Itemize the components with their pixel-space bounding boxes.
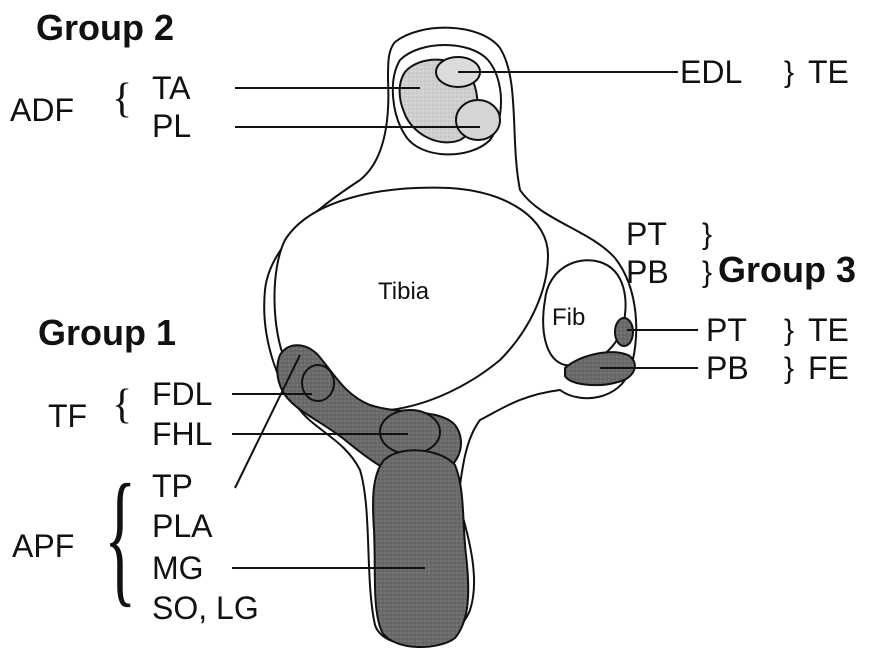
adf-brace: {	[112, 78, 132, 120]
pl-label: PL	[152, 110, 191, 142]
tibia-label: Tibia	[378, 280, 429, 304]
fhl-muscle	[380, 410, 440, 454]
pb-lower-brace: }	[784, 354, 794, 384]
pt-action-label: TE	[808, 314, 849, 346]
pt-lower-brace: }	[784, 316, 794, 346]
group2-title: Group 2	[36, 10, 174, 46]
tp-label: TP	[152, 470, 193, 502]
group1-title: Group 1	[38, 315, 176, 351]
mg-label: MG	[152, 552, 204, 584]
pt-upper-label: PT	[626, 218, 667, 250]
pb-lower-label: PB	[706, 352, 749, 384]
pb-action-label: FE	[808, 352, 849, 384]
fhl-label: FHL	[152, 418, 212, 450]
pt-lower-label: PT	[706, 314, 747, 346]
pt-muscle-lateral	[615, 318, 633, 346]
pl-muscle	[456, 100, 500, 140]
edl-label: EDL	[680, 56, 742, 88]
tf-brace: {	[112, 384, 132, 426]
tf-label: TF	[48, 400, 87, 432]
edl-brace: }	[784, 58, 794, 88]
edl-action-label: TE	[808, 56, 849, 88]
pt-upper-brace: }	[702, 220, 712, 250]
ta-label: TA	[152, 72, 191, 104]
apf-label: APF	[12, 530, 74, 562]
group3-title: Group 3	[718, 252, 856, 288]
pb-upper-brace: }	[702, 258, 712, 288]
pb-upper-label: PB	[626, 256, 669, 288]
fdl-label: FDL	[152, 378, 212, 410]
pla-label: PLA	[152, 510, 212, 542]
superficial-posterior-muscles	[373, 450, 468, 647]
adf-label: ADF	[10, 94, 74, 126]
so-lg-label: SO, LG	[152, 592, 259, 624]
fdl-muscle	[302, 365, 334, 401]
fibula-label: Fib	[552, 306, 585, 330]
apf-brace: {	[104, 462, 136, 612]
